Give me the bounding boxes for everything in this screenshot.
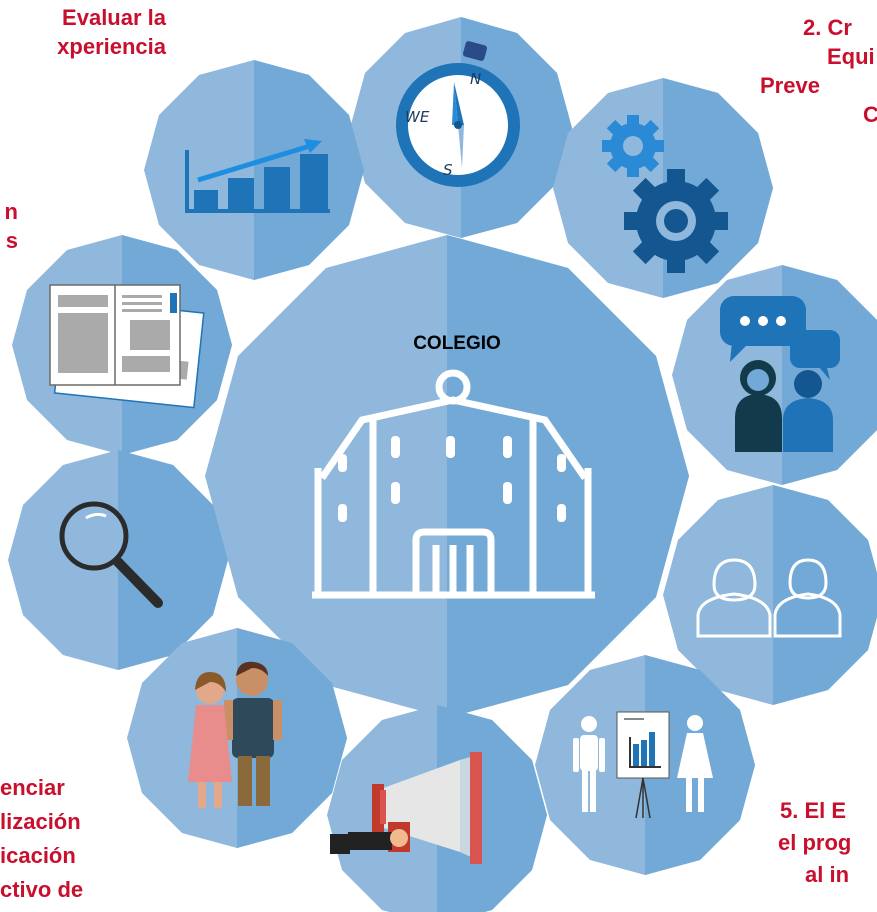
megaphone-icon xyxy=(330,752,482,864)
center-title: COLEGIO xyxy=(413,333,501,354)
label-left-mid: n s xyxy=(0,197,18,255)
label-bottom-left: enciar lización icación ctivo de xyxy=(0,771,128,907)
label-top-right-line3: Preve xyxy=(760,73,820,98)
label-top-right-line4: C xyxy=(863,102,877,127)
label-top-right-line2: Equi xyxy=(827,44,875,69)
label-bottom-right: 5. El E el prog al in xyxy=(778,795,877,891)
compass-s-letter: S xyxy=(443,161,453,179)
label-bottom-left-line1: enciar xyxy=(0,775,65,800)
label-bottom-left-line3: icación xyxy=(0,843,76,868)
magnifier-icon xyxy=(59,501,163,608)
chat-people-icon xyxy=(720,296,840,452)
gears-icon xyxy=(602,115,728,273)
growth-chart-icon xyxy=(185,139,330,213)
label-left-mid-line1: n xyxy=(4,199,18,224)
label-bottom-left-line2: lización xyxy=(0,809,81,834)
label-top-left: Evaluar la xperiencia xyxy=(0,3,166,61)
label-bottom-right-line2: el prog xyxy=(778,830,852,855)
compass-n-letter: N xyxy=(470,70,481,88)
label-top-right-line1: 2. Cr xyxy=(803,15,852,40)
chart-shape xyxy=(144,60,364,280)
label-top-right: 2. Cr Equi Preve C xyxy=(760,13,877,129)
couple-icon xyxy=(188,661,282,808)
label-top-left-line2: xperiencia xyxy=(57,34,166,59)
college-building-icon xyxy=(312,369,595,599)
presentation-icon xyxy=(573,711,713,819)
compass-we-letter: WE xyxy=(405,108,430,126)
users-outline-icon xyxy=(696,558,842,638)
label-top-left-line1: Evaluar la xyxy=(62,5,166,30)
label-bottom-right-line3: al in xyxy=(805,862,850,887)
users-shape xyxy=(663,485,877,705)
building-windows xyxy=(338,436,566,522)
label-left-mid-line2: s xyxy=(5,228,18,253)
compass-icon: N WE S xyxy=(396,41,520,187)
label-bottom-right-line1: 5. El E xyxy=(780,798,847,823)
newspaper-icon xyxy=(49,284,205,409)
label-bottom-left-line4: ctivo de xyxy=(0,877,84,902)
